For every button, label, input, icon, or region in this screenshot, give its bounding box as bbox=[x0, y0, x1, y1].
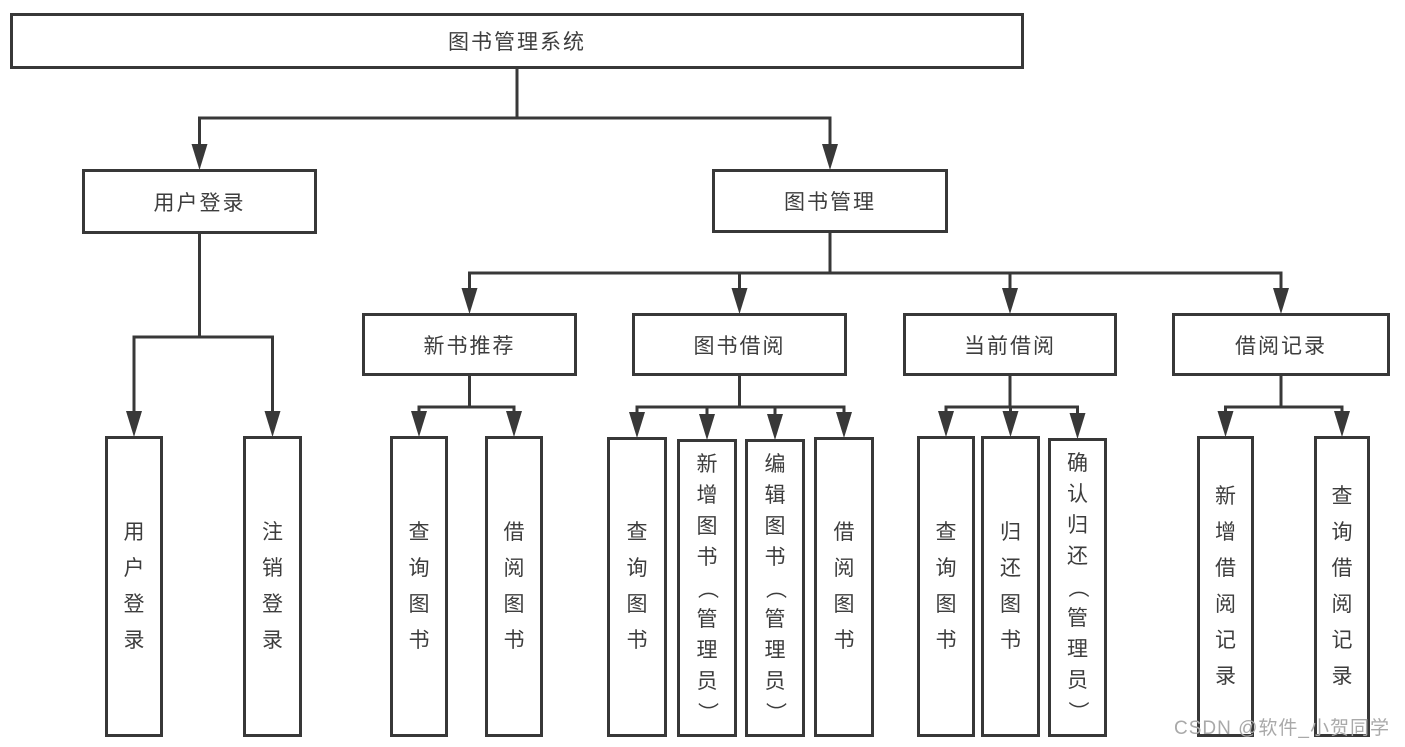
vertical-label-char: 查 bbox=[935, 520, 957, 544]
node-cb-confirm: 确认归还 （ 管理员 ） bbox=[1048, 438, 1107, 737]
node-bb-add: 新增图书 （ 管理员 ） bbox=[677, 439, 737, 737]
vertical-label-char: 书 bbox=[764, 545, 786, 569]
vertical-label-char: 用 bbox=[123, 520, 145, 544]
vertical-label-char: 借 bbox=[1215, 556, 1236, 580]
node-br-query: 查询借阅记录 bbox=[1314, 436, 1370, 737]
vertical-label-char: 阅 bbox=[503, 556, 525, 580]
vertical-label-char: 询 bbox=[935, 556, 957, 580]
vertical-label-char: 归 bbox=[1067, 514, 1088, 537]
node-cb-return: 归还图书 bbox=[981, 436, 1040, 737]
vertical-label-char: （ bbox=[1066, 577, 1089, 598]
node-rec-query: 查询图书 bbox=[390, 436, 448, 737]
vertical-label-char: ） bbox=[1066, 701, 1089, 722]
vertical-label-char: 编 bbox=[764, 452, 786, 476]
vertical-label-char: 书 bbox=[1000, 628, 1021, 652]
vertical-label-char: 书 bbox=[408, 628, 430, 652]
node-records: 借阅记录 bbox=[1172, 313, 1390, 376]
vertical-label-char: 登 bbox=[123, 592, 145, 616]
vertical-label-char: 借 bbox=[833, 521, 855, 544]
vertical-label-char: 查 bbox=[626, 521, 648, 544]
vertical-label-char: 登 bbox=[262, 592, 283, 616]
vertical-label-char: 询 bbox=[1331, 520, 1353, 544]
vertical-label-char: 询 bbox=[408, 556, 430, 580]
vertical-label-char: 新 bbox=[696, 452, 718, 476]
vertical-label-char: 图 bbox=[935, 592, 957, 616]
node-borrow: 图书借阅 bbox=[632, 313, 847, 376]
node-new-rec: 新书推荐 bbox=[362, 313, 577, 376]
vertical-label-char: 图 bbox=[833, 593, 855, 616]
vertical-label-char: 录 bbox=[262, 628, 283, 652]
vertical-label-char: 确 bbox=[1067, 452, 1088, 475]
vertical-label-char: 还 bbox=[1000, 556, 1021, 580]
vertical-label-char: 员 bbox=[1067, 669, 1088, 692]
vertical-label-char: 注 bbox=[262, 520, 283, 544]
vertical-label-char: 查 bbox=[1331, 484, 1353, 508]
node-login-user: 用户登录 bbox=[105, 436, 163, 737]
vertical-label-char: 图 bbox=[626, 593, 648, 616]
node-current: 当前借阅 bbox=[903, 313, 1117, 376]
vertical-label-char: 书 bbox=[696, 545, 718, 569]
vertical-label-char: 员 bbox=[764, 669, 786, 693]
vertical-label-char: 理 bbox=[1067, 638, 1088, 661]
vertical-label-char: 图 bbox=[764, 514, 786, 538]
vertical-label-char: 管 bbox=[696, 607, 718, 631]
node-bb-query: 查询图书 bbox=[607, 437, 667, 737]
vertical-label-char: 记 bbox=[1215, 628, 1236, 652]
node-bb-edit: 编辑图书 （ 管理员 ） bbox=[745, 439, 805, 737]
vertical-label-char: （ bbox=[695, 577, 719, 599]
node-cb-query: 查询图书 bbox=[917, 436, 975, 737]
node-login-logout: 注销登录 bbox=[243, 436, 302, 737]
vertical-label-char: 户 bbox=[123, 556, 145, 580]
vertical-label-char: 询 bbox=[626, 557, 648, 580]
vertical-label-char: 还 bbox=[1067, 545, 1088, 568]
vertical-label-char: 图 bbox=[503, 592, 525, 616]
node-br-add: 新增借阅记录 bbox=[1197, 436, 1254, 737]
vertical-label-char: ） bbox=[695, 701, 719, 723]
vertical-label-char: 书 bbox=[935, 628, 957, 652]
vertical-label-char: 借 bbox=[1331, 556, 1353, 580]
vertical-label-char: 销 bbox=[262, 556, 283, 580]
vertical-label-char: 图 bbox=[1000, 592, 1021, 616]
node-login: 用户登录 bbox=[82, 169, 317, 234]
vertical-label-char: 图 bbox=[408, 592, 430, 616]
vertical-label-char: 归 bbox=[1000, 520, 1021, 544]
vertical-label-char: 管 bbox=[764, 607, 786, 631]
vertical-label-char: 理 bbox=[764, 638, 786, 662]
node-book-mgmt: 图书管理 bbox=[712, 169, 948, 233]
vertical-label-char: 书 bbox=[626, 629, 648, 652]
vertical-label-char: 新 bbox=[1215, 484, 1236, 508]
vertical-label-char: 认 bbox=[1067, 483, 1088, 506]
node-bb-borrow: 借阅图书 bbox=[814, 437, 874, 737]
vertical-label-char: 书 bbox=[503, 628, 525, 652]
vertical-label-char: 录 bbox=[123, 628, 145, 652]
vertical-label-char: 管 bbox=[1067, 607, 1088, 630]
vertical-label-char: 记 bbox=[1331, 628, 1353, 652]
vertical-label-char: （ bbox=[763, 577, 787, 599]
vertical-label-char: 增 bbox=[696, 483, 718, 507]
node-root: 图书管理系统 bbox=[10, 13, 1024, 69]
vertical-label-char: ） bbox=[763, 701, 787, 723]
vertical-label-char: 增 bbox=[1215, 520, 1236, 544]
vertical-label-char: 查 bbox=[408, 520, 430, 544]
vertical-label-char: 理 bbox=[696, 638, 718, 662]
vertical-label-char: 图 bbox=[696, 514, 718, 538]
node-rec-borrow: 借阅图书 bbox=[485, 436, 543, 737]
vertical-label-char: 借 bbox=[503, 520, 525, 544]
vertical-label-char: 阅 bbox=[1215, 592, 1236, 616]
vertical-label-char: 辑 bbox=[764, 483, 786, 507]
vertical-label-char: 员 bbox=[696, 669, 718, 693]
vertical-label-char: 录 bbox=[1215, 664, 1236, 688]
vertical-label-char: 阅 bbox=[833, 557, 855, 580]
vertical-label-char: 阅 bbox=[1331, 592, 1353, 616]
vertical-label-char: 书 bbox=[833, 629, 855, 652]
vertical-label-char: 录 bbox=[1331, 664, 1353, 688]
